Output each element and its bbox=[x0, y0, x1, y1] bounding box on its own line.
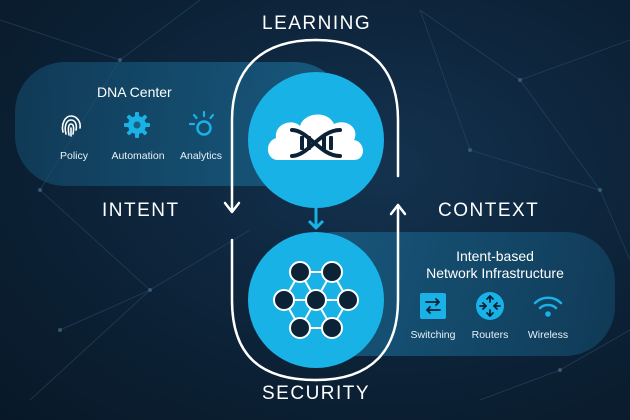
switching-label: Switching bbox=[410, 329, 456, 341]
automation-label: Automation bbox=[111, 150, 165, 162]
heading-learning: LEARNING bbox=[262, 13, 372, 34]
cloud-dna-icon bbox=[267, 114, 363, 160]
cloud-dna-circle bbox=[248, 72, 384, 208]
network-mesh-icon bbox=[273, 261, 359, 339]
infrastructure-title: Intent-based Network Infrastructure bbox=[420, 248, 570, 282]
arrow-down-icon bbox=[307, 219, 325, 230]
loop-right-upper bbox=[314, 38, 400, 178]
switch-icon bbox=[420, 293, 446, 319]
analytics-icon bbox=[188, 110, 215, 136]
intent-arrow-icon bbox=[223, 201, 241, 214]
heading-context: CONTEXT bbox=[438, 200, 540, 221]
wifi-icon bbox=[533, 296, 563, 317]
infrastructure-title-line1: Intent-based bbox=[456, 248, 534, 264]
router-icon bbox=[476, 292, 504, 320]
infrastructure-title-line2: Network Infrastructure bbox=[426, 265, 564, 281]
heading-security: SECURITY bbox=[262, 383, 371, 404]
network-mesh-circle bbox=[248, 232, 384, 368]
fingerprint-icon bbox=[61, 115, 81, 137]
policy-label: Policy bbox=[59, 150, 88, 162]
gear-icon bbox=[124, 112, 150, 138]
wireless-label: Wireless bbox=[527, 329, 569, 341]
loop-right-lower bbox=[314, 204, 400, 382]
dna-center-title: DNA Center bbox=[97, 84, 172, 100]
analytics-label: Analytics bbox=[179, 150, 222, 162]
loop-left-upper bbox=[230, 38, 318, 212]
routers-label: Routers bbox=[471, 329, 509, 341]
context-arrow-icon bbox=[389, 203, 407, 216]
loop-left-lower bbox=[230, 238, 318, 382]
heading-intent: INTENT bbox=[102, 200, 180, 221]
